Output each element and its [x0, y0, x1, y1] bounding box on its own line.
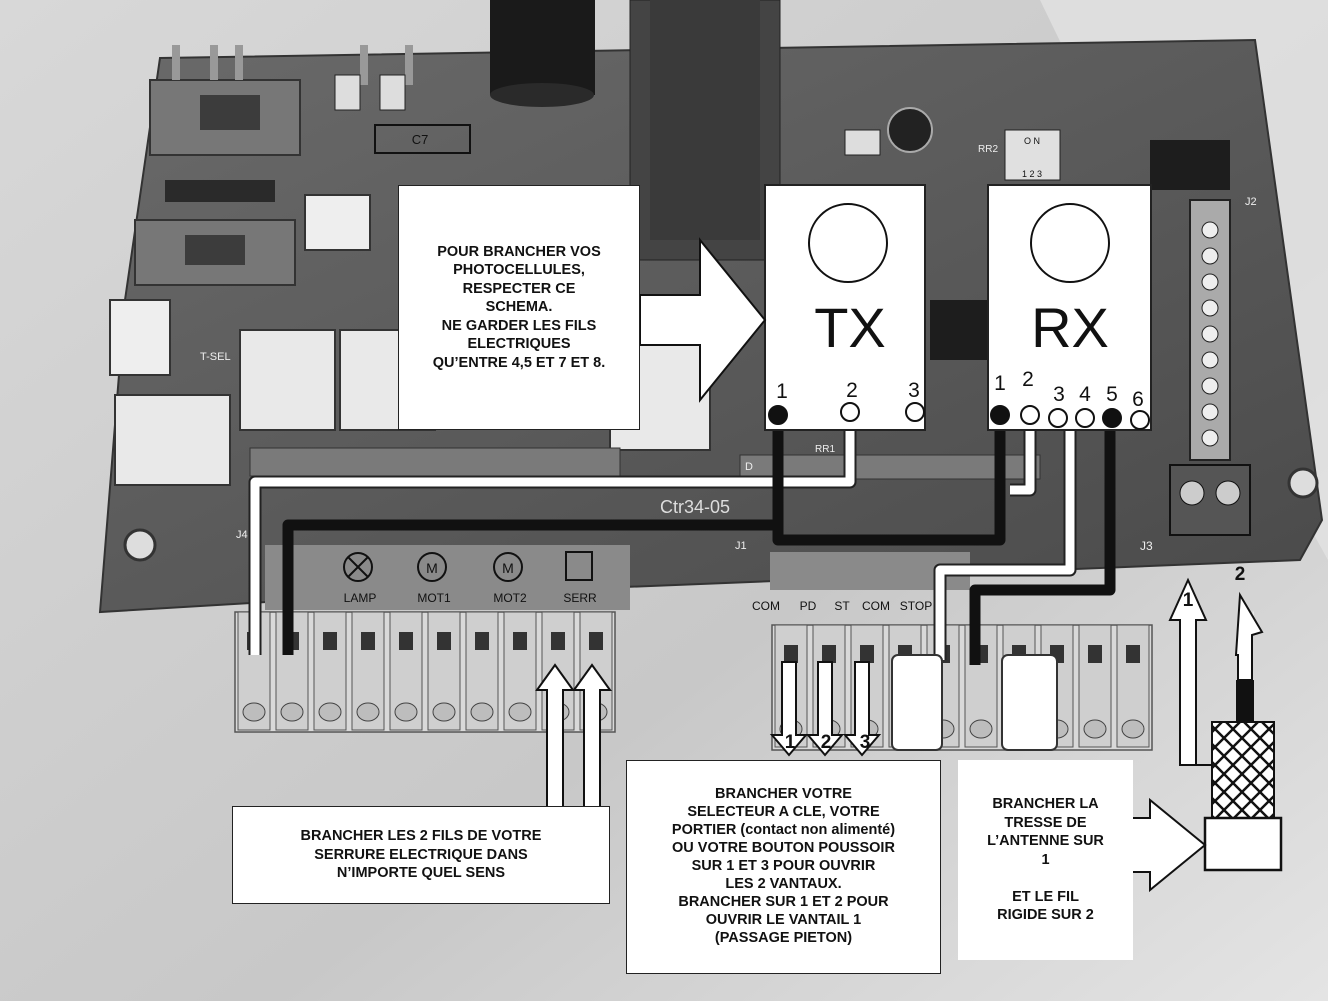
stop-label: STOP: [900, 599, 932, 613]
rx-label: RX: [1031, 296, 1109, 359]
j3-label: J3: [1140, 539, 1153, 553]
com-label: COM: [752, 599, 780, 613]
terminal-hole: [432, 702, 456, 722]
rx-pins: [990, 405, 1150, 430]
terminal-screw: [822, 645, 836, 663]
antenna-jacket: [1203, 816, 1283, 872]
com2-label: COM: [862, 599, 890, 613]
ic-chip: [1150, 140, 1230, 190]
tx-module: TX: [764, 184, 926, 431]
rx-pin-1: 1: [994, 372, 1006, 395]
terminal-hole: [470, 702, 494, 722]
c7-label: C7: [412, 132, 429, 147]
selector-arrows: [769, 661, 882, 757]
dip-on-label: O N: [1024, 136, 1040, 146]
antenna-core-wire: [1236, 680, 1254, 725]
tx-pin-3: 3: [908, 379, 920, 402]
terminal-hole: [969, 719, 993, 739]
selector-arrow-2: 2: [821, 732, 832, 753]
mounting-hole: [123, 528, 157, 562]
antenna-arrow-2: 2: [1235, 564, 1246, 585]
rx-pin-5: 5: [1106, 383, 1118, 406]
j4-label: J4: [236, 529, 248, 541]
serr-label: SERR: [563, 591, 597, 605]
svg-text:M: M: [426, 560, 438, 576]
terminal-hole: [280, 702, 304, 722]
terminal-hole: [242, 702, 266, 722]
white-plug: [1001, 654, 1058, 751]
terminal-hole: [508, 702, 532, 722]
mounting-hole: [1287, 467, 1319, 499]
photocell-callout: POUR BRANCHER VOS PHOTOCELLULES, RESPECT…: [398, 185, 640, 430]
tx-pin-2: 2: [846, 379, 858, 402]
terminal-hole: [1121, 719, 1145, 739]
antenna-callout-arrow: [1131, 797, 1207, 893]
t-sel-label: T-SEL: [200, 351, 231, 363]
terminal-screw: [860, 645, 874, 663]
rx-pin-6: 6: [1132, 388, 1144, 411]
ctr-label: Ctr34-05: [660, 497, 730, 517]
terminal-screw: [475, 632, 489, 650]
capacitor: [490, 0, 595, 95]
photocell-callout-text: POUR BRANCHER VOS PHOTOCELLULES, RESPECT…: [432, 243, 606, 371]
j4-header: [249, 447, 621, 477]
selector-arrow-3: 3: [860, 732, 871, 753]
terminal-screw: [399, 632, 413, 650]
terminal-hole: [394, 702, 418, 722]
terminal-screw: [1126, 645, 1140, 663]
selector-callout: BRANCHER VOTRE SELECTEUR A CLE, VOTRE PO…: [626, 760, 941, 974]
antenna-arrows: [1168, 577, 1264, 766]
terminal-screw: [551, 632, 565, 650]
rx-pin-4: 4: [1079, 383, 1091, 406]
mot1-label: MOT1: [417, 591, 451, 605]
tx-pins: [768, 402, 925, 425]
lamp-label: LAMP: [344, 591, 377, 605]
selector-callout-text: BRANCHER VOTRE SELECTEUR A CLE, VOTRE PO…: [671, 786, 896, 946]
tx-pin-1: 1: [776, 380, 788, 403]
dip-nums-label: 1 2 3: [1022, 169, 1042, 179]
antenna-arrow-1: 1: [1183, 590, 1194, 611]
rx-pin-2: 2: [1022, 368, 1034, 391]
lock-callout-text: BRANCHER LES 2 FILS DE VOTRE SERRURE ELE…: [300, 828, 542, 882]
antenna-callout-text: BRANCHER LA TRESSE DE L’ANTENNE SUR 1 ET…: [987, 796, 1104, 924]
terminal-hole: [356, 702, 380, 722]
terminal-screw: [323, 632, 337, 650]
rx-module: RX: [987, 184, 1152, 431]
rx-lens: [1030, 203, 1110, 283]
rx-pin-3: 3: [1053, 383, 1065, 406]
rr1-label: RR1: [815, 444, 835, 455]
j1-label: J1: [735, 540, 747, 552]
terminal-symbols: [265, 545, 970, 610]
dark-wires: [282, 415, 1116, 665]
terminal-screw: [513, 632, 527, 650]
terminal-screw: [1088, 645, 1102, 663]
selector-arrow-1: 1: [785, 732, 796, 753]
terminal-screw: [437, 632, 451, 650]
mot2-label: MOT2: [493, 591, 527, 605]
capacitor-small: [887, 107, 933, 153]
terminal-hole: [318, 702, 342, 722]
pd-label: PD: [800, 599, 817, 613]
j2-label: J2: [1245, 196, 1257, 208]
lock-callout: BRANCHER LES 2 FILS DE VOTRE SERRURE ELE…: [232, 806, 610, 904]
antenna-callout: BRANCHER LA TRESSE DE L’ANTENNE SUR 1 ET…: [958, 760, 1133, 960]
svg-text:M: M: [502, 560, 514, 576]
st-label: ST: [834, 599, 850, 613]
terminal-screw: [361, 632, 375, 650]
terminal-hole: [1083, 719, 1107, 739]
photocell-arrow: [639, 237, 767, 403]
dip-switch: [1004, 129, 1061, 181]
white-plug: [891, 654, 943, 751]
trimmer: [109, 299, 171, 376]
terminal-screw: [589, 632, 603, 650]
tx-lens: [808, 203, 888, 283]
terminal-screw: [784, 645, 798, 663]
d-label: D: [745, 461, 753, 473]
rr2-label: RR2: [978, 144, 998, 155]
lock-arrows: [535, 663, 612, 809]
tx-label: TX: [814, 296, 886, 359]
trimmer: [304, 194, 371, 251]
